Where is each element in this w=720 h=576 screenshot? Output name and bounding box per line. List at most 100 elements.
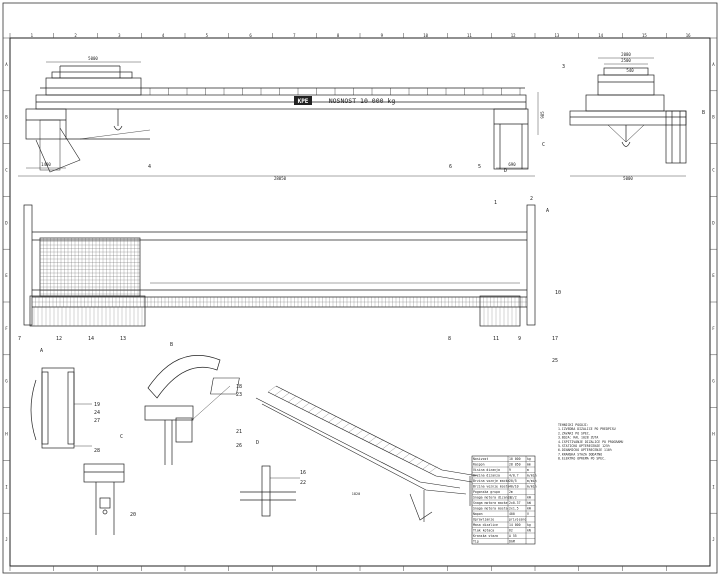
detail-view-C [83, 463, 125, 535]
spec-cell: 40/10 [509, 485, 519, 489]
spec-cell: Tlak kotaca [473, 529, 494, 533]
spec-cell: 12/2 [509, 496, 517, 500]
dim-side-top-3: 540 [626, 68, 634, 73]
callout-number: 23 [236, 392, 242, 398]
spec-cell: kg [527, 457, 531, 461]
note-line: 6.DINAMICKO OPTERECENJE 110% [558, 448, 612, 452]
callout-number: 21 [236, 429, 242, 435]
dim-left-end: 1400 [41, 162, 51, 167]
callout-number: 12 [56, 336, 62, 342]
callout-number: 1 [494, 200, 497, 206]
spec-cell: Brzina dizanja [473, 474, 500, 478]
callout-number: 7 [18, 336, 21, 342]
frame-col-label: 13 [554, 33, 559, 38]
spec-cell: 10 000 [509, 457, 521, 461]
spec-cell: kW [527, 507, 531, 511]
frame-col-label: 12 [511, 33, 516, 38]
spec-cell: m/min [527, 485, 537, 489]
frame-row-label: G [5, 379, 8, 384]
center-label: 1820 [352, 492, 360, 496]
frame-row-label: I [712, 484, 715, 489]
frame-col-label: 6 [249, 33, 252, 38]
callout-number: 24 [94, 410, 100, 416]
isometric-view [210, 377, 479, 522]
dim-side-top-2: 2500 [621, 58, 631, 63]
spec-cell: Pogonska grupa [473, 490, 500, 494]
spec-cell: Tip [473, 540, 479, 544]
frame-row-label: E [712, 273, 715, 278]
front-view [18, 61, 539, 177]
spec-cell: DGM [509, 540, 515, 544]
callout-number: 22 [300, 480, 306, 486]
callout-number: 17 [552, 336, 558, 342]
callout-number: 19 [94, 402, 100, 408]
frame-row-label: J [712, 537, 714, 542]
spec-cell: kW [527, 501, 531, 505]
note-line: 5.STATICKO OPTERECENJE 125% [558, 444, 610, 448]
walkway-grid [31, 297, 527, 307]
spec-cell: Upravljanje [473, 518, 494, 522]
spec-cell: Visina dizanja [473, 468, 500, 472]
callout-number: 14 [88, 336, 94, 342]
dim-height-right: 985 [540, 111, 545, 119]
dim-side-top-1: 2080 [621, 52, 631, 57]
frame-col-label: 8 [337, 33, 340, 38]
spec-cell: Snaga motora macke [473, 501, 508, 505]
callout-number: 26 [236, 443, 242, 449]
frame-row-label: I [5, 484, 8, 489]
left-end-carriage [25, 108, 67, 140]
frame-col-label: 11 [467, 33, 472, 38]
spec-cell: 400 [509, 512, 515, 516]
frame-col-label: 9 [381, 33, 384, 38]
trolley-grid [29, 237, 521, 326]
spec-cell: Nosivost [473, 457, 488, 461]
spec-cell: privjesno [509, 518, 526, 522]
dim-trolley-width: 5000 [88, 56, 98, 61]
view-letter: D [256, 440, 259, 446]
view-letter: C [120, 434, 123, 440]
plan-view [23, 204, 536, 327]
frame-row-label: C [5, 168, 8, 173]
note-line: 4.ISPITIVANJE DIZALICE PO PROGRAMU [558, 440, 623, 444]
frame-row-label: G [712, 379, 715, 384]
frame-row-label: C [712, 168, 715, 173]
spec-cell: 2x1.5 [509, 507, 519, 511]
frame-row-label: B [5, 115, 8, 120]
view-letter: D [504, 168, 507, 174]
spec-cell: 9 [509, 468, 511, 472]
spec-cell: A 55 [509, 534, 517, 538]
frame-row-label: E [5, 273, 8, 278]
isometric-rail [267, 385, 438, 473]
spec-cell: Napon [473, 512, 483, 516]
frame-col-label: 15 [642, 33, 647, 38]
technical-notes: TEHNICKI POGOJI:1.IZVEDBA DIZALICE PO PR… [558, 423, 623, 461]
frame-row-label: J [5, 537, 7, 542]
spec-cell: mm [527, 463, 531, 467]
view-letter: B [702, 110, 705, 116]
spec-cell: 14 000 [509, 523, 521, 527]
frame-row-label: A [5, 62, 8, 67]
spec-cell: Snaga motora mosta [473, 507, 508, 511]
frame-col-label: 16 [686, 33, 691, 38]
logo-box [294, 96, 312, 105]
spec-cell: kW [527, 496, 531, 500]
detail-view-A [30, 367, 92, 449]
spec-cell: 20/5 [509, 479, 517, 483]
callout-number: 27 [94, 418, 100, 424]
frame-col-label: 1 [31, 33, 34, 38]
trolley-frame [45, 77, 142, 96]
spec-cell: 62 [509, 529, 513, 533]
note-line: 1.IZVEDBA DIZALICE PO PREDPISU [558, 427, 616, 431]
view-letter: A [546, 208, 549, 214]
frame-row-label: F [5, 326, 8, 331]
spec-cell: m/min [527, 479, 537, 483]
frame-col-label: 5 [206, 33, 209, 38]
spec-cell: V [527, 512, 529, 516]
frame-row-label: H [5, 432, 8, 437]
callout-number: 4 [148, 164, 151, 170]
dim-span: 28050 [274, 176, 287, 181]
dim-side-bottom: 5000 [623, 176, 633, 181]
